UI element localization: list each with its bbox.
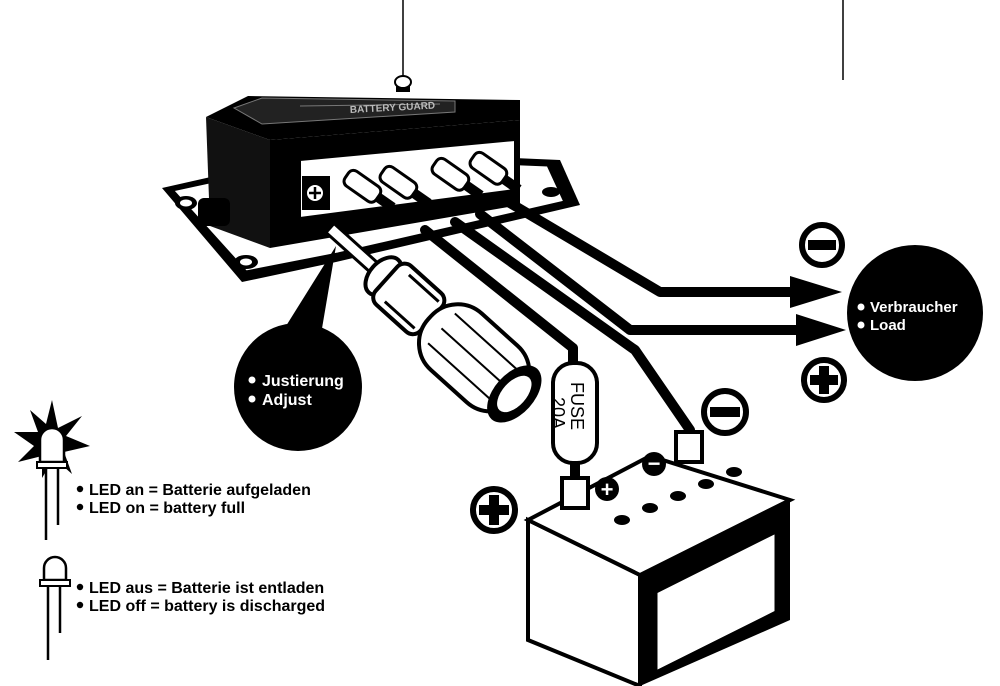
minus-circle-icon bbox=[701, 388, 749, 436]
legend-on-line2: LED on = battery full bbox=[89, 500, 245, 517]
legend-off-line2: LED off = battery is discharged bbox=[89, 598, 325, 615]
brand-label: BATTERY GUARD bbox=[350, 101, 436, 116]
wire-load-plus bbox=[475, 209, 815, 335]
fuse-body bbox=[551, 361, 599, 465]
minus-circle-icon bbox=[799, 222, 845, 268]
adjust-callout-line1: Justierung bbox=[262, 373, 344, 390]
terminal-plugs bbox=[342, 150, 522, 212]
plus-circle-icon bbox=[470, 486, 518, 534]
arrow-load-minus bbox=[790, 276, 842, 308]
load-callout-line1: Verbraucher bbox=[870, 299, 958, 316]
fuse-label: FUSE bbox=[567, 382, 587, 430]
screwdriver bbox=[323, 221, 542, 423]
led-lit-icon bbox=[14, 400, 90, 540]
wire-battery-minus bbox=[450, 217, 695, 435]
plus-circle-icon bbox=[801, 357, 847, 403]
battery-plus-sign: + bbox=[601, 477, 614, 502]
battery-plus-marker bbox=[595, 477, 619, 501]
legend-on-line1: LED an = Batterie aufgeladen bbox=[89, 482, 311, 499]
battery-minus-marker bbox=[642, 452, 666, 476]
load-callout-bubble bbox=[847, 245, 983, 381]
arrow-load-plus bbox=[796, 314, 846, 346]
adjust-callout-line2: Adjust bbox=[262, 392, 312, 409]
wire-load-minus bbox=[500, 195, 810, 297]
status-led bbox=[394, 75, 412, 92]
adjust-callout-bubble bbox=[234, 323, 362, 451]
battery-minus-sign: − bbox=[648, 451, 661, 476]
fuse-rating: 20A bbox=[548, 397, 568, 429]
load-callout-line2: Load bbox=[870, 317, 906, 334]
led-unlit-icon bbox=[39, 555, 71, 660]
legend-off-line1: LED aus = Batterie ist entladen bbox=[89, 580, 324, 597]
